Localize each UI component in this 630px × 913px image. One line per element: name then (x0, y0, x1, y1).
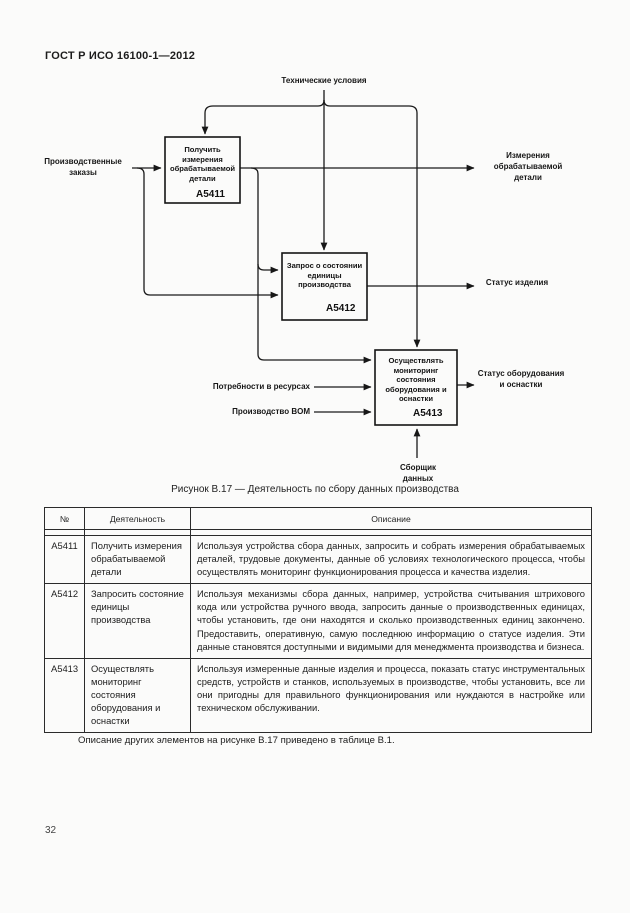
cell-no: А5411 (44, 534, 85, 585)
cell-description: Используя измеренные данные изделия и пр… (190, 657, 592, 734)
table-header-row: № Деятельность Описание (44, 507, 592, 530)
col-header-no: № (44, 507, 85, 530)
table-row: А5413 Осуществлять мониторинг состояния … (44, 657, 592, 734)
activity-table: № Деятельность Описание А5411 Получить и… (44, 507, 592, 734)
label-mechanism: Сборщик данных (399, 463, 437, 483)
label-input-orders: Производственные заказы (44, 157, 122, 177)
box-a5413-label: Осуществлять мониторинг состояния оборуд… (385, 356, 447, 404)
box-a5411-label: Получить измерения обрабатываемой детали (169, 145, 236, 183)
box-a5412-label: Запрос о состоянии единицы производства (286, 261, 363, 290)
label-output-equipment-status: Статус оборудования и оснастки (477, 369, 565, 389)
label-input-resources: Потребности в ресурсах (212, 382, 310, 391)
label-control-top: Технические условия (281, 76, 367, 85)
col-header-description: Описание (190, 507, 592, 530)
table-row: А5412 Запросить состояние единицы произв… (44, 583, 592, 659)
box-a5413-code: А5413 (413, 408, 443, 419)
footnote-text: Описание других элементов на рисунке В.1… (78, 735, 395, 746)
figure-caption: Рисунок В.17 — Деятельность по сбору дан… (171, 484, 459, 495)
cell-activity: Осуществлять мониторинг состояния оборуд… (84, 657, 191, 734)
diagram-lines (132, 90, 475, 458)
page-number: 32 (45, 825, 57, 836)
activity-box-a5411 (164, 136, 241, 204)
label-input-bom: Производство BOM (232, 407, 310, 416)
idef0-diagram: Технические условия Производственные зак… (0, 70, 630, 490)
col-header-activity: Деятельность (84, 507, 191, 530)
cell-activity: Получить измерения обрабатываемой детали (84, 534, 191, 585)
cell-no: А5412 (44, 583, 85, 659)
table-row: А5411 Получить измерения обрабатываемой … (44, 534, 592, 585)
cell-description: Используя устройства сбора данных, запро… (190, 534, 592, 585)
cell-activity: Запросить состояние единицы производства (84, 583, 191, 659)
label-output-product-status: Статус изделия (485, 278, 549, 287)
document-header: ГОСТ Р ИСО 16100-1—2012 (45, 50, 196, 62)
cell-no: А5413 (44, 657, 85, 734)
box-a5412-code: А5412 (326, 303, 356, 314)
box-a5411-code: А5411 (196, 189, 225, 200)
activity-box-a5412 (281, 252, 368, 321)
activity-box-a5413 (374, 349, 458, 426)
label-output-measurements: Измерения обрабатываемой детали (493, 151, 563, 182)
cell-description: Используя механизмы сбора данных, наприм… (190, 583, 592, 659)
